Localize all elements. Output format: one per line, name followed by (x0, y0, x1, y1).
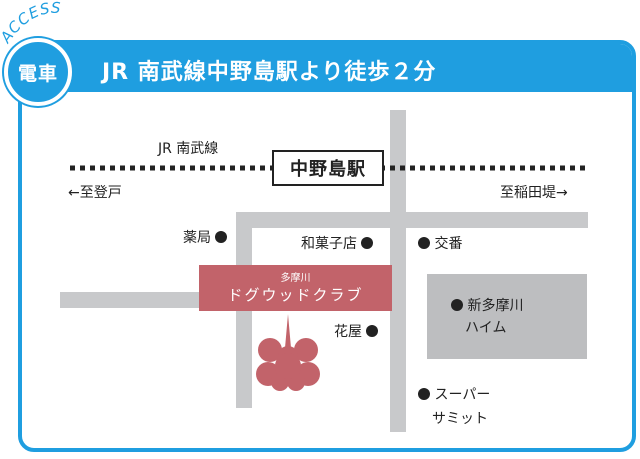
landmark-florist-label: 花屋 (334, 324, 362, 340)
line-label: JR 南武線 (158, 141, 219, 157)
landmark-florist: 花屋 (334, 321, 379, 341)
train-badge: 電車 (4, 38, 72, 106)
direction-left: ←至登戸 (68, 185, 122, 201)
koban-dot-icon (418, 237, 430, 249)
road-center-vertical (390, 110, 406, 432)
club-sub-label: 多摩川 (280, 273, 311, 284)
landmark-supermarket: スーパー サミット (418, 383, 490, 431)
landmark-super-line1: スーパー (434, 387, 491, 403)
apartment-dot-icon (451, 299, 463, 311)
direction-right: 至稲田堤→ (500, 185, 568, 201)
landmark-apartment-line1: 新多摩川 (467, 298, 524, 314)
clover-marker-icon (256, 314, 320, 391)
landmark-super-line2: サミット (432, 411, 488, 427)
landmark-apartment-line2: ハイム (465, 320, 507, 336)
supermarket-dot-icon (418, 388, 430, 400)
access-panel: JR 南武線中野島駅より徒歩２分 (18, 40, 636, 452)
landmark-wagashi-label: 和菓子店 (301, 236, 357, 252)
apartment-block (427, 274, 587, 359)
landmark-apartment: 新多摩川 ハイム (451, 295, 523, 339)
club-sign: 多摩川 ドグウッドクラブ (199, 265, 392, 311)
wagashi-dot-icon (361, 237, 374, 249)
station-name: 中野島駅 (290, 159, 366, 180)
landmark-koban-label: 交番 (434, 236, 463, 252)
landmark-wagashi: 和菓子店 (301, 233, 374, 253)
station-box: 中野島駅 (272, 150, 384, 186)
pharmacy-dot-icon (215, 231, 228, 243)
header-title: JR 南武線中野島駅より徒歩２分 (102, 60, 437, 85)
landmark-pharmacy-label: 薬局 (183, 230, 211, 246)
landmark-pharmacy: 薬局 (183, 227, 228, 247)
landmark-koban: 交番 (418, 233, 462, 253)
florist-dot-icon (366, 325, 379, 337)
road-upper-horizontal (236, 212, 588, 228)
club-name: ドグウッドクラブ (227, 286, 364, 304)
train-badge-label: 電車 (17, 62, 58, 85)
header-bar: JR 南武線中野島駅より徒歩２分 (22, 44, 632, 92)
